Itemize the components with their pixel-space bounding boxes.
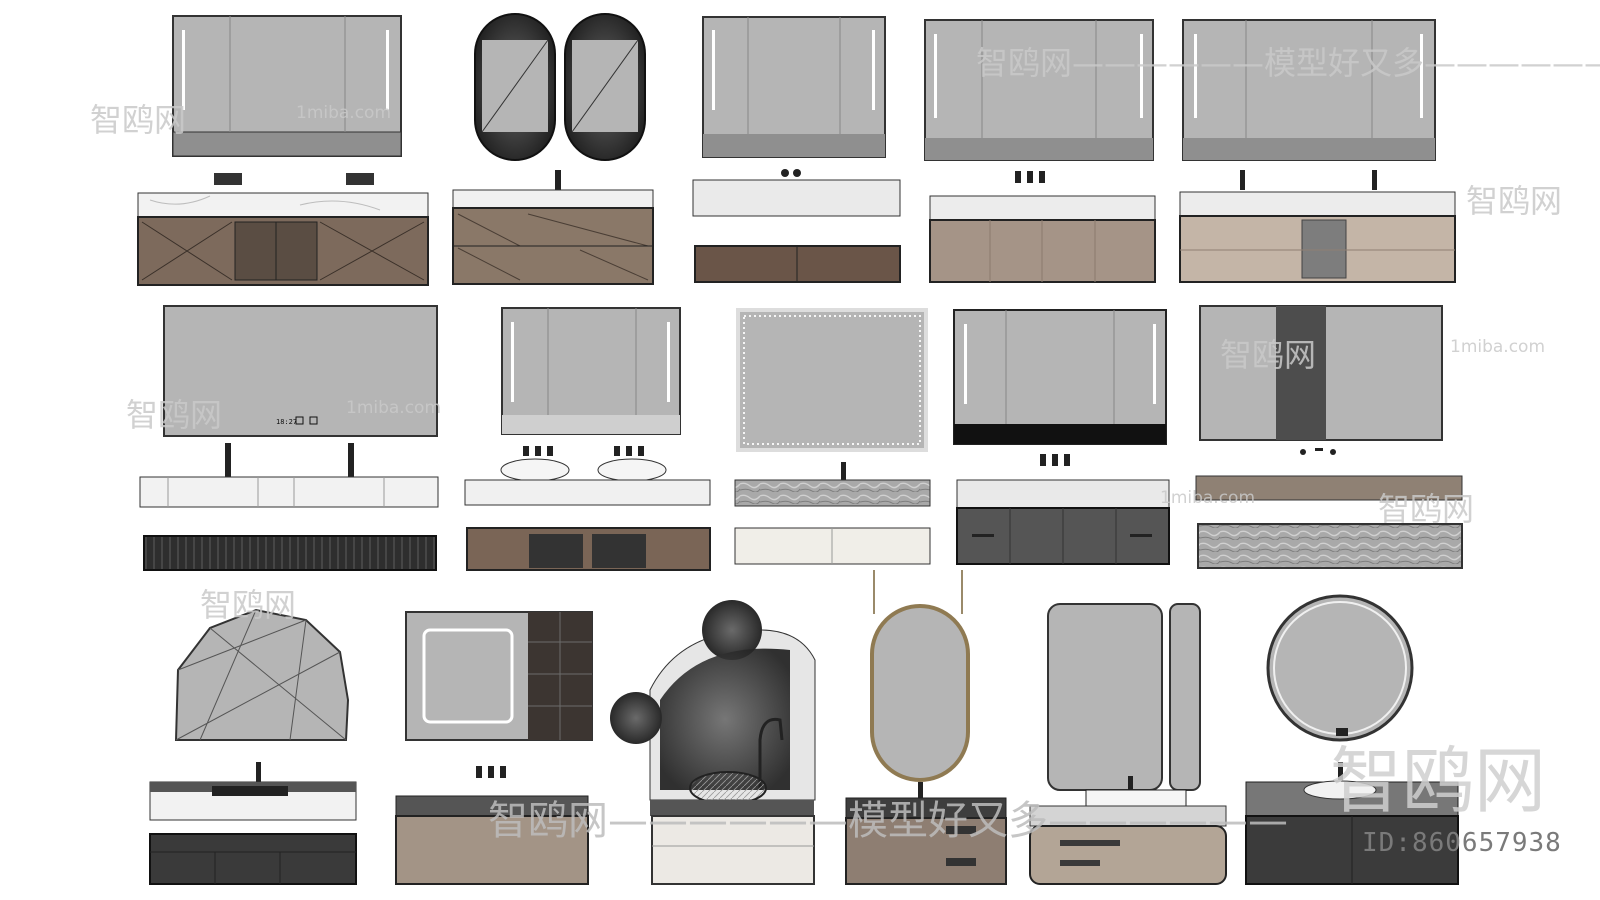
marble-countertop [139,476,439,508]
capsule-mirror [870,604,970,782]
vanity-set-10 [1195,305,1463,569]
rounded-mirror [1047,603,1163,791]
watermark-site: 1miba.com [1160,488,1256,508]
vanity-set-8 [734,308,931,565]
ear-right [702,600,762,660]
vanity-set-3 [692,16,901,283]
vanity-set-11 [149,608,357,885]
vanity-set-1 [137,15,429,286]
taupe-cabinet [395,815,589,885]
watermark-brand: 智鸥网 [1220,336,1317,374]
vanity-set-6: 18:27 [139,305,439,571]
vanity-set-2 [452,13,654,285]
round-led-mirror [1266,594,1414,742]
vanity-set-9 [953,309,1170,565]
watermark-brand: 智鸥网 [126,396,223,434]
white-cabinet [651,815,815,885]
watermark-site: 1miba.com [296,103,392,123]
vanity-set-15 [1029,603,1227,885]
mirror-cabinet [924,19,1154,161]
ear-left [610,692,662,744]
side-mirror [1169,603,1201,791]
watermark-brand: 智鸥网 [1378,490,1475,528]
vanity-set-5 [1179,19,1456,283]
vanity-set-13 [610,600,816,885]
watermark-brand: 智鸥网 [1466,182,1563,220]
watermark-site: 1miba.com [346,398,442,418]
ribbed-cabinet [143,535,437,571]
watermark-slogan: 智鸥网——————模型好又多—————— [976,44,1600,82]
stone-countertop [734,479,931,507]
watermark-brand-large: 智鸥网 [1330,739,1547,823]
wood-cabinet [845,817,1007,885]
vessel-sink-right [597,458,667,482]
brown-countertop [1195,475,1463,501]
vanity-set-7 [464,307,711,571]
vanity-set-12 [395,611,593,885]
watermark-brand: 智鸥网 [90,101,187,139]
marble-countertop [137,192,429,218]
watermark-brand: 智鸥网 [200,586,297,624]
concrete-cabinet [1197,523,1463,569]
vessel-sink-left [500,458,570,482]
backlit-mirror [736,308,928,452]
mirror-clock: 18:27 [276,418,297,426]
wood-cabinet [466,527,711,571]
mirror-cabinet [953,309,1167,445]
stone-countertop [692,179,901,217]
watermark-site: 1miba.com [1450,337,1546,357]
marble-countertop [464,479,711,506]
vanity-set-14 [845,570,1007,885]
vessel-sink [1303,780,1377,800]
led-mirror [163,305,438,437]
dark-drawer [149,833,357,885]
vanity-set-4 [924,19,1156,283]
watermark-slogan: 智鸥网——————模型好又多—————— [488,798,1288,844]
vanity-set-16 [1245,594,1459,885]
model-id-label: ID:860657938 [1362,828,1562,858]
